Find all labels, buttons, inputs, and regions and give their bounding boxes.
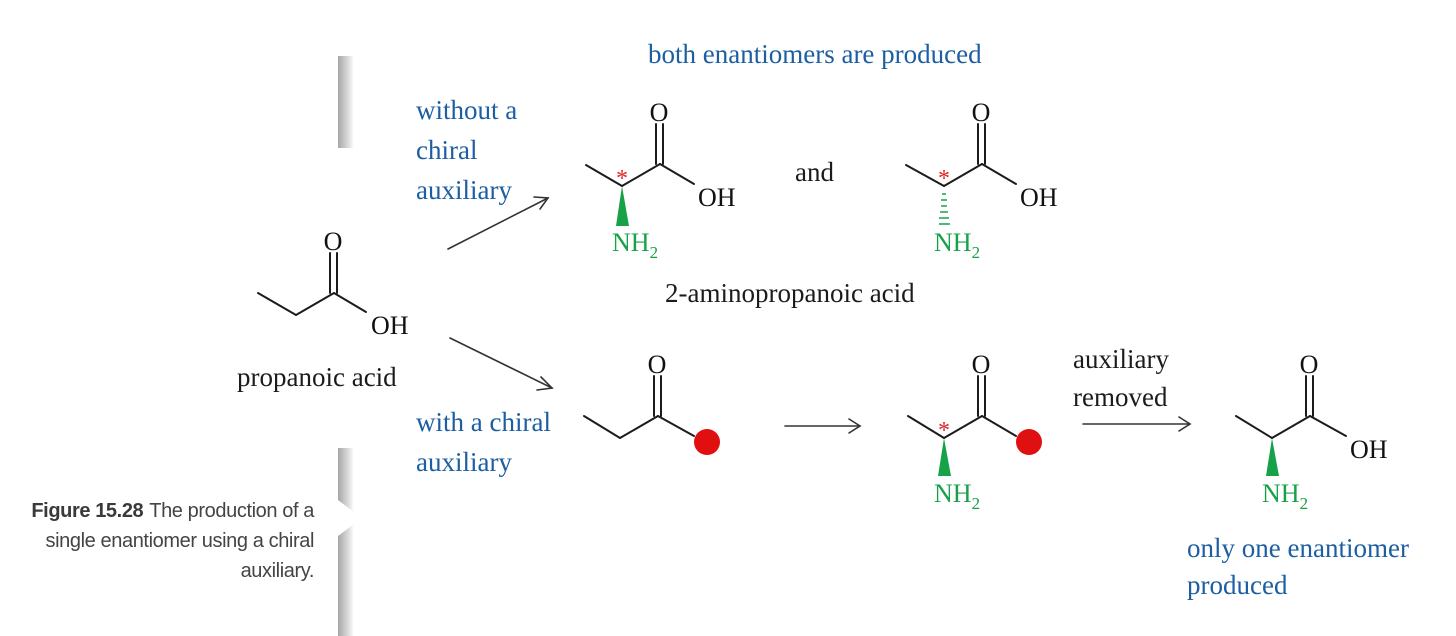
- chiral-center-star: *: [938, 166, 950, 192]
- hydroxyl-group: OH: [1350, 435, 1388, 464]
- hydroxyl-group: OH: [371, 311, 409, 340]
- wedge-bond: [616, 186, 629, 226]
- wedge-bond: [938, 438, 951, 476]
- aminopropanoic-acid-label: 2-aminopropanoic acid: [665, 278, 915, 308]
- without-auxiliary-label-2: chiral: [416, 135, 477, 165]
- propanoic-acid-label: propanoic acid: [237, 362, 397, 392]
- hydroxyl-group: OH: [1020, 183, 1058, 212]
- and-label: and: [795, 157, 834, 187]
- substituted-auxiliary-structure: * O NH2: [907, 350, 1042, 513]
- arrow-middle: [784, 418, 862, 434]
- only-one-enantiomer-label-2: produced: [1187, 570, 1288, 600]
- oxygen-atom: O: [324, 227, 343, 256]
- oxygen-atom: O: [972, 350, 991, 379]
- chiral-center-star: *: [938, 418, 950, 444]
- oxygen-atom: O: [648, 350, 667, 379]
- wedge-bond: [1266, 438, 1279, 476]
- arrow-down: [449, 337, 554, 391]
- with-auxiliary-label-1: with a chiral: [416, 407, 551, 437]
- propanoic-acid-structure: O OH: [257, 227, 409, 340]
- single-enantiomer-structure: O OH NH2: [1235, 350, 1388, 513]
- figure-caption-text: The production of a single enantiomer us…: [45, 500, 315, 582]
- without-auxiliary-label-1: without a: [416, 95, 517, 125]
- amine-group: NH2: [612, 228, 658, 262]
- amine-group: NH2: [934, 479, 980, 513]
- auxiliary-removed-label-2: removed: [1073, 382, 1168, 412]
- chiral-auxiliary-dot: [694, 429, 720, 455]
- chiral-auxiliary-dot: [1016, 429, 1042, 455]
- both-enantiomers-label: both enantiomers are produced: [648, 39, 982, 69]
- margin-bar-top: [338, 56, 354, 148]
- arrow-right: [1082, 416, 1192, 432]
- hydroxyl-group: OH: [698, 183, 736, 212]
- amine-group: NH2: [1262, 479, 1308, 513]
- without-auxiliary-label-3: auxiliary: [416, 175, 512, 205]
- enantiomer-wedge-structure: * O OH NH2: [585, 98, 736, 262]
- propanoyl-auxiliary-structure: O: [583, 350, 720, 455]
- chiral-center-star: *: [616, 166, 628, 192]
- figure-number: Figure 15.28: [31, 500, 144, 522]
- enantiomer-hash-structure: * O OH NH2: [905, 98, 1058, 262]
- arrow-up: [447, 196, 550, 250]
- caption-pointer: [338, 500, 362, 536]
- hashed-bond: [939, 193, 950, 225]
- auxiliary-removed-label-1: auxiliary: [1073, 344, 1169, 374]
- amine-group: NH2: [934, 228, 980, 262]
- margin-bar-bottom: [338, 448, 354, 636]
- oxygen-atom: O: [972, 98, 991, 127]
- oxygen-atom: O: [1300, 350, 1319, 379]
- with-auxiliary-label-2: auxiliary: [416, 447, 512, 477]
- only-one-enantiomer-label-1: only one enantiomer: [1187, 533, 1409, 563]
- oxygen-atom: O: [650, 98, 669, 127]
